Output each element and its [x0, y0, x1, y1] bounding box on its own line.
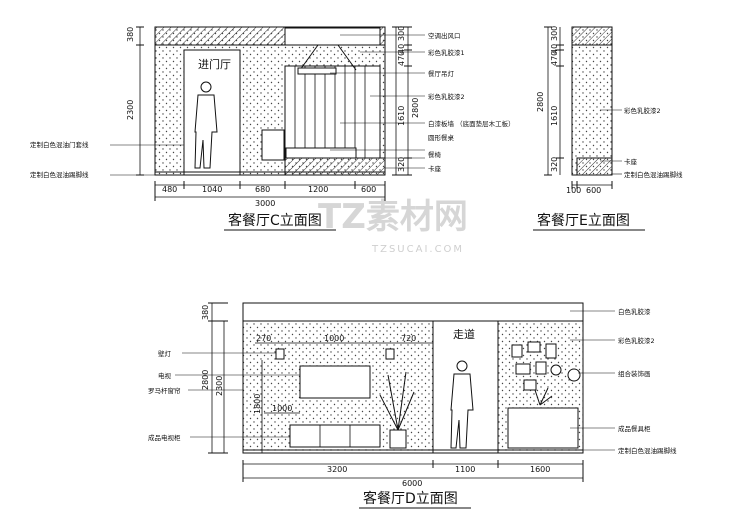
e-note-banquette: 卡座: [624, 157, 638, 166]
c-note-door-trim: 定制白色混油门套线: [30, 140, 89, 149]
d-wall-lamp-left: [275, 348, 285, 360]
d-note-sideboard: 成品餐具柜: [618, 424, 651, 433]
e-dim-right-2: 470: [550, 51, 559, 66]
elevation-c: 进门厅 380 2300 定制白色混油门: [30, 26, 515, 231]
d-dim-inner-2: 720: [401, 334, 416, 343]
e-note-paint-2: 彩色乳胶漆2: [624, 106, 661, 115]
c-chair: [261, 129, 285, 161]
e-banquette: [576, 157, 613, 176]
e-dim-right-1: 40: [550, 44, 559, 54]
e-note-baseboard: 定制白色混油踢脚线: [624, 170, 683, 179]
c-note-ac-vent: 空调出风口: [428, 31, 461, 40]
d-picture-frames: [511, 341, 581, 391]
d-note-frames: 组合装饰画: [618, 369, 651, 378]
d-dim-bottom-0: 3200: [327, 465, 347, 474]
c-dim-right-4: 320: [397, 157, 406, 172]
c-dim-bottom-3: 1200: [308, 185, 328, 194]
watermark: TZ素材网 TZSUCAI.COM: [318, 197, 468, 255]
d-note-baseboard: 定制白色混油踢脚线: [618, 446, 677, 455]
c-note-round-table: 圆形餐桌: [428, 133, 455, 142]
elevation-e: 2800 300 40 470 1610 320 彩色乳胶漆2 卡座 定制白色混…: [533, 26, 683, 231]
c-slat-panel: [284, 65, 381, 159]
c-dim-bottom-2: 680: [255, 185, 270, 194]
watermark-brand: TZ素材网: [318, 197, 468, 237]
c-dim-bottom-1: 1040: [202, 185, 222, 194]
d-title: 客餐厅D立面图: [363, 490, 458, 507]
c-note-chair: 餐椅: [428, 150, 442, 159]
d-wall-lamp-right: [385, 348, 395, 360]
e-dim-right-4: 320: [550, 157, 559, 172]
c-dim-bottom-0: 480: [162, 185, 177, 194]
d-ceiling-band: [242, 302, 584, 322]
d-sideboard: [507, 407, 579, 449]
c-round-table: [285, 147, 357, 159]
e-dim-bottom-0: 100: [566, 186, 581, 195]
c-note-paint-1: 彩色乳胶漆1: [428, 48, 465, 57]
d-dim-inner-3: 1000: [272, 404, 292, 413]
d-dim-inner-0: 270: [256, 334, 271, 343]
d-dim-bottom-2: 1600: [530, 465, 550, 474]
e-title: 客餐厅E立面图: [537, 212, 630, 229]
c-note-board-wall: 白漆板墙 （底面垫层木工板）: [428, 119, 515, 128]
d-tv-cabinet: [289, 424, 381, 448]
c-note-pendant: 餐厅吊灯: [428, 69, 455, 78]
d-dim-left-total: 2800: [201, 370, 210, 390]
watermark-domain: TZSUCAI.COM: [371, 244, 464, 255]
d-flowers: [534, 387, 553, 406]
d-dim-total: 6000: [402, 479, 422, 488]
c-title: 客餐厅C立面图: [228, 212, 322, 229]
e-wall: [571, 26, 613, 176]
d-note-tv: 电视: [158, 371, 172, 380]
c-dim-left-1: 2300: [126, 100, 135, 120]
d-dim-bottom-1: 1100: [455, 465, 475, 474]
d-note-paint-2: 彩色乳胶漆2: [618, 336, 655, 345]
c-dim-bottom-4: 600: [361, 185, 376, 194]
d-dim-inner-4: 1800: [253, 394, 262, 414]
c-note-paint-2: 彩色乳胶漆2: [428, 92, 465, 101]
c-dim-right-1: 40: [397, 44, 406, 54]
c-slats: [294, 66, 366, 158]
d-note-tv-cabinet: 成品电视柜: [148, 433, 181, 442]
d-potted-plant: [379, 371, 415, 449]
c-dim-right-0: 300: [397, 26, 406, 41]
elevation-d: 走道: [148, 302, 677, 509]
c-room-label: 进门厅: [198, 57, 231, 71]
c-dim-left-0: 380: [126, 27, 135, 42]
c-note-baseboard: 定制白色混油踢脚线: [30, 170, 89, 179]
d-dim-left-0: 380: [201, 305, 210, 320]
e-dim-right-0: 300: [550, 26, 559, 41]
e-ceiling: [571, 26, 613, 46]
c-person-figure: [194, 81, 218, 169]
e-dim-bottom-1: 600: [586, 186, 601, 195]
d-room-label: 走道: [453, 327, 475, 341]
c-dim-right-3: 1610: [397, 106, 406, 126]
e-dim-right-3: 1610: [550, 106, 559, 126]
d-dim-inner-1: 1000: [324, 334, 344, 343]
d-person-figure: [450, 360, 474, 449]
d-note-wall-lamp: 壁灯: [158, 349, 172, 358]
c-note-banquette: 卡座: [428, 164, 442, 173]
d-tv: [299, 365, 371, 399]
d-note-white-paint: 白色乳胶漆: [618, 307, 651, 316]
c-pendant-lamp: [297, 44, 357, 75]
c-ac-vent: [284, 27, 381, 46]
d-note-curtain-rod: 罗马杆窗帘: [148, 386, 181, 395]
c-dim-total: 3000: [255, 199, 275, 208]
c-dim-right-2: 470: [397, 51, 406, 66]
d-dim-left-1: 2300: [215, 376, 224, 396]
c-dim-right-total: 2800: [411, 98, 420, 118]
e-dim-left: 2800: [536, 92, 545, 112]
